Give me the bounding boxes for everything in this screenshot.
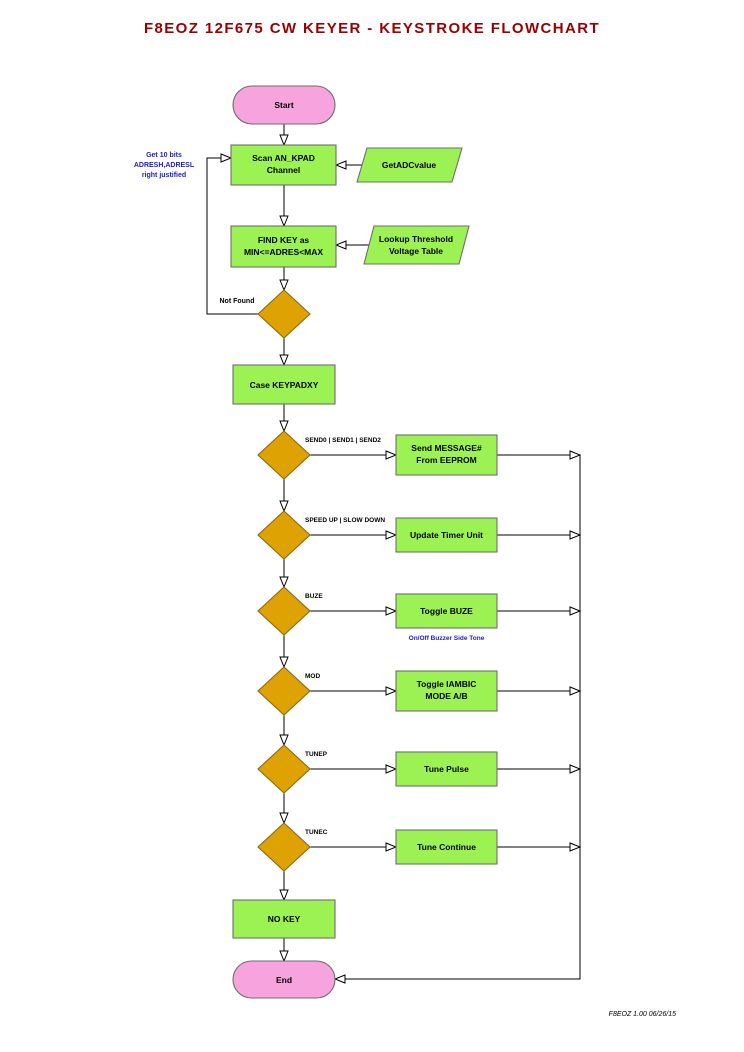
action-1-line2: From EEPROM: [416, 455, 476, 465]
decision-branch-3: [257, 586, 311, 636]
decision-branch-5: [257, 744, 311, 794]
decision-branch-1: [257, 430, 311, 480]
action-5-line1: Tune Pulse: [424, 764, 469, 774]
adc-note-line1: Get 10 bits: [146, 152, 182, 159]
action-box-5: [395, 751, 498, 787]
connector-not-found-loop: [206, 158, 258, 315]
connector-merge-to-end: [335, 455, 581, 979]
find-key-label-line1: FIND KEY as: [258, 235, 310, 245]
io-lookup-table: [363, 225, 470, 265]
process-no-key: [232, 899, 336, 939]
process-scan-channel: [230, 144, 337, 186]
scan-channel-label-line1: Scan AN_KPAD: [252, 153, 315, 163]
action-box-4: [395, 670, 498, 712]
adc-note-line3: right justified: [142, 172, 186, 179]
get-adc-value-label: GetADCvalue: [382, 160, 437, 170]
process-find-key: [230, 225, 337, 268]
decision-branch-4: [257, 666, 311, 716]
end-terminal: [232, 960, 336, 999]
condition-label-6: TUNEC: [305, 829, 328, 836]
find-key-label-line2: MIN<=ADRES<MAX: [244, 247, 323, 257]
case-keypadxy-label: Case KEYPADXY: [250, 380, 319, 390]
action-box-3: [395, 593, 498, 629]
action-6-line1: Tune Continue: [417, 842, 476, 852]
condition-label-3: BUZE: [305, 593, 323, 600]
action-box-1: [395, 434, 498, 476]
action-4-line1: Toggle IAMBIC: [417, 679, 477, 689]
condition-label-1: SEND0 | SEND1 | SEND2: [305, 437, 381, 444]
condition-label-5: TUNEP: [305, 751, 328, 758]
lookup-table-label-line1: Lookup Threshold: [379, 234, 453, 244]
action-3-line1: Toggle BUZE: [420, 606, 473, 616]
action-4-line2: MODE A/B: [425, 691, 467, 701]
lookup-table-label-line2: Voltage Table: [389, 246, 443, 256]
page-title: F8EOZ 12F675 CW KEYER - KEYSTROKE FLOWCH…: [144, 20, 600, 37]
decision-key-found: [257, 289, 311, 339]
start-terminal: [232, 85, 336, 125]
scan-channel-label-line2: Channel: [267, 165, 301, 175]
start-label: Start: [274, 100, 294, 110]
action-1-line1: Send MESSAGE#: [411, 443, 482, 453]
action-box-2: [395, 517, 498, 553]
action-box-6: [395, 829, 498, 865]
version-note: F8EOZ 1.00 06/26/15: [609, 1011, 676, 1018]
io-get-adc-value: [356, 147, 463, 183]
action-2-line1: Update Timer Unit: [410, 530, 483, 540]
condition-label-4: MOD: [305, 673, 320, 680]
decision-branch-2: [257, 510, 311, 560]
buzzer-note: On/Off Buzzer Side Tone: [409, 635, 485, 642]
end-label: End: [276, 975, 292, 985]
not-found-label: Not Found: [220, 298, 255, 305]
condition-label-2: SPEED UP | SLOW DOWN: [305, 517, 385, 524]
process-case-keypadxy: [232, 364, 336, 405]
decision-branch-6: [257, 822, 311, 872]
adc-note-line2: ADRESH,ADRESL: [134, 162, 195, 169]
no-key-label: NO KEY: [268, 914, 301, 924]
